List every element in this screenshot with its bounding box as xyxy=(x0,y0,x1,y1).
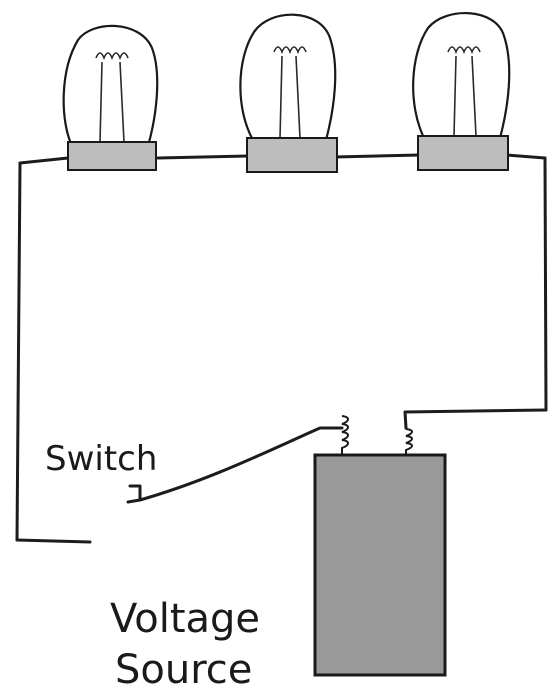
wire-bulb2-bulb3 xyxy=(333,153,422,159)
wire-left xyxy=(15,161,22,542)
wire-switch-to-battery xyxy=(138,426,344,502)
wire-left-bottom xyxy=(15,538,92,544)
voltage-source-label-line1: Voltage xyxy=(110,596,260,642)
terminal-coil-right xyxy=(405,428,413,455)
light-bulb-1 xyxy=(62,24,159,171)
voltage-source xyxy=(313,415,447,677)
wire-right-bottom xyxy=(403,408,548,430)
bulb-1-base xyxy=(67,141,157,171)
switch-contact xyxy=(126,484,142,504)
terminal-coil-left xyxy=(341,415,349,455)
wire-right xyxy=(543,156,548,412)
circuit-wires xyxy=(15,153,548,544)
bulb-3-base xyxy=(417,135,509,171)
voltage-source-label-line2: Source xyxy=(115,647,252,692)
switch xyxy=(126,484,142,504)
wire-top-right xyxy=(505,153,547,160)
wire-top-left xyxy=(18,156,70,165)
light-bulb-3 xyxy=(412,11,511,171)
bulb-2-base xyxy=(246,137,338,173)
wire-bulb1-bulb2 xyxy=(156,154,250,160)
light-bulb-2 xyxy=(239,13,338,173)
battery-body xyxy=(313,453,447,677)
switch-label: Switch xyxy=(45,439,157,479)
